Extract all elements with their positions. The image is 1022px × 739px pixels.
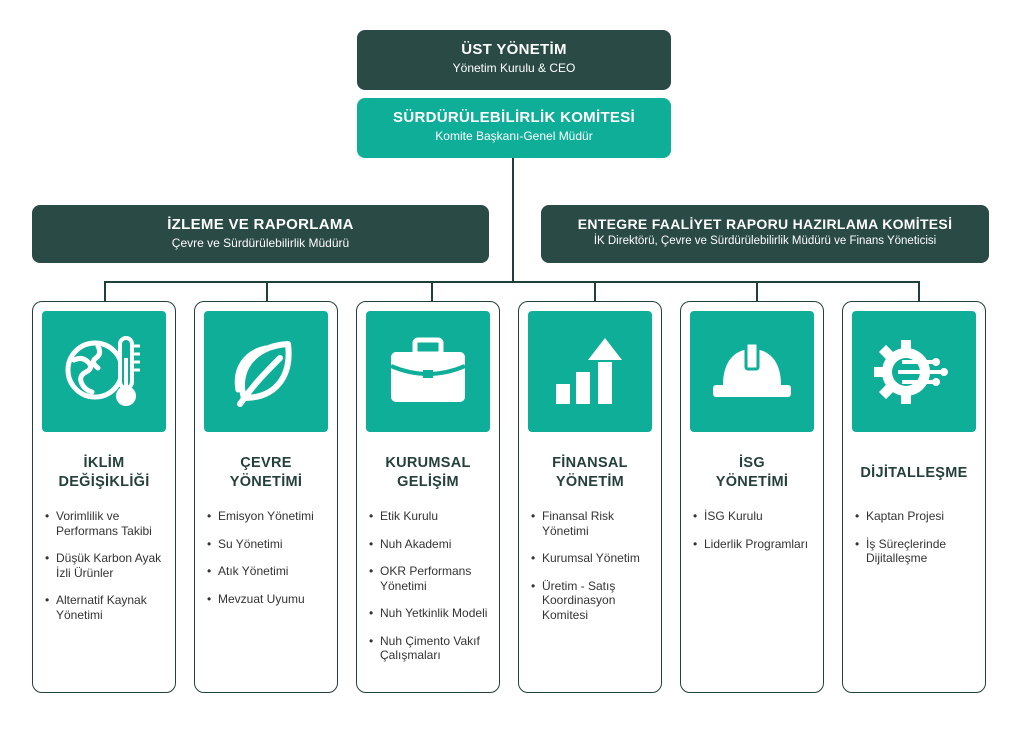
top-management-box: ÜST YÖNETİM Yönetim Kurulu & CEO (357, 30, 671, 90)
list-item: Kaptan Projesi (855, 509, 979, 524)
list-item: Alternatif Kaynak Yönetimi (45, 593, 169, 622)
card-list: İSG Kurulu Liderlik Programları (693, 509, 817, 564)
bar-chart-arrow-icon (528, 311, 652, 432)
connector-card-2 (266, 281, 268, 301)
card-list: Vorimlilik ve Performans Takibi Düşük Ka… (45, 509, 169, 635)
digital-gear-icon (852, 311, 976, 432)
list-item: Liderlik Programları (693, 537, 817, 552)
monitoring-reporting-box: İZLEME VE RAPORLAMA Çevre ve Sürdürülebi… (32, 205, 489, 263)
list-item: Nuh Akademi (369, 537, 493, 552)
list-item: Su Yönetimi (207, 537, 331, 552)
card-list: Kaptan Projesi İş Süreçlerinde Dijitalle… (855, 509, 979, 579)
briefcase-icon (366, 311, 490, 432)
climate-thermometer-icon (42, 311, 166, 432)
top-management-subtitle: Yönetim Kurulu & CEO (452, 61, 576, 75)
committee-subtitle: Komite Başkanı-Genel Müdür (435, 129, 593, 143)
card-title: DİJİTALLEŞME (860, 465, 968, 481)
list-item: Finansal Risk Yönetimi (531, 509, 655, 538)
connector-card-3 (431, 281, 433, 301)
list-item: Emisyon Yönetimi (207, 509, 331, 524)
connector-card-5 (756, 281, 758, 301)
top-management-title: ÜST YÖNETİM (461, 41, 567, 58)
list-item: Nuh Çimento Vakıf Çalışmaları (369, 634, 493, 663)
sustainability-committee-box: SÜRDÜRÜLEBİLİRLİK KOMİTESİ Komite Başkan… (357, 98, 671, 158)
card-list: Etik Kurulu Nuh Akademi OKR Performans Y… (369, 509, 493, 676)
list-item: İSG Kurulu (693, 509, 817, 524)
connector-card-4 (594, 281, 596, 301)
card-list: Emisyon Yönetimi Su Yönetimi Atık Yöneti… (207, 509, 331, 619)
list-item: Mevzuat Uyumu (207, 592, 331, 607)
monitoring-subtitle: Çevre ve Sürdürülebilirlik Müdürü (171, 236, 350, 250)
integrated-report-committee-box: ENTEGRE FAALİYET RAPORU HAZIRLAMA KOMİTE… (541, 205, 989, 263)
card-digitalization: DİJİTALLEŞME Kaptan Projesi İş Süreçleri… (842, 301, 986, 693)
list-item: Üretim - Satış Koordinasyon Komitesi (531, 579, 655, 623)
list-item: Kurumsal Yönetim (531, 551, 655, 566)
list-item: Vorimlilik ve Performans Takibi (45, 509, 169, 538)
connector-vertical-main (512, 158, 514, 282)
leaf-icon (204, 311, 328, 432)
integrated-subtitle: İK Direktörü, Çevre ve Sürdürülebilirlik… (593, 235, 937, 247)
integrated-title: ENTEGRE FAALİYET RAPORU HAZIRLAMA KOMİTE… (577, 216, 953, 232)
hard-hat-icon (690, 311, 814, 432)
list-item: İş Süreçlerinde Dijitalleşme (855, 537, 979, 566)
connector-horizontal (104, 281, 920, 283)
connector-card-6 (918, 281, 920, 301)
card-list: Finansal Risk Yönetimi Kurumsal Yönetim … (531, 509, 655, 635)
committee-title: SÜRDÜRÜLEBİLİRLİK KOMİTESİ (393, 109, 635, 126)
list-item: OKR Performans Yönetimi (369, 564, 493, 593)
list-item: Nuh Yetkinlik Modeli (369, 606, 493, 621)
list-item: Atık Yönetimi (207, 564, 331, 579)
monitoring-title: İZLEME VE RAPORLAMA (167, 216, 354, 233)
list-item: Düşük Karbon Ayak İzli Ürünler (45, 551, 169, 580)
connector-card-1 (104, 281, 106, 301)
list-item: Etik Kurulu (369, 509, 493, 524)
